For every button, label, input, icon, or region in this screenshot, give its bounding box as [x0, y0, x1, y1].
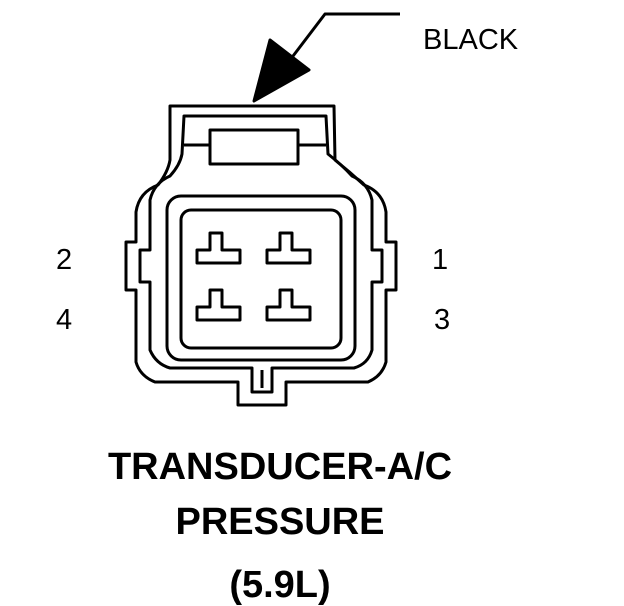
terminal-cavity-outer [165, 194, 357, 362]
pin-label-4: 4 [56, 304, 73, 336]
terminal-pin-1 [265, 231, 312, 265]
diagram-title-line-2: PRESSURE [175, 501, 385, 543]
pin-label-2: 2 [56, 244, 73, 276]
terminal-pin-2 [195, 231, 242, 265]
diagram-title-line-1: TRANSDUCER-A/C [107, 446, 453, 488]
terminal-pin-4 [195, 288, 242, 322]
terminal-pin-3 [265, 288, 312, 322]
leader-line [288, 12, 400, 61]
diagram-title-line-3: (5.9L) [229, 564, 331, 606]
pin-label-1: 1 [432, 244, 449, 276]
connector-latch [208, 128, 300, 166]
pin-label-3: 3 [434, 304, 451, 336]
terminal-cavity-inner [179, 208, 343, 350]
arrow-head [252, 38, 311, 103]
connector-inner-housing [138, 114, 384, 394]
wire-color-label: BLACK [423, 24, 519, 56]
